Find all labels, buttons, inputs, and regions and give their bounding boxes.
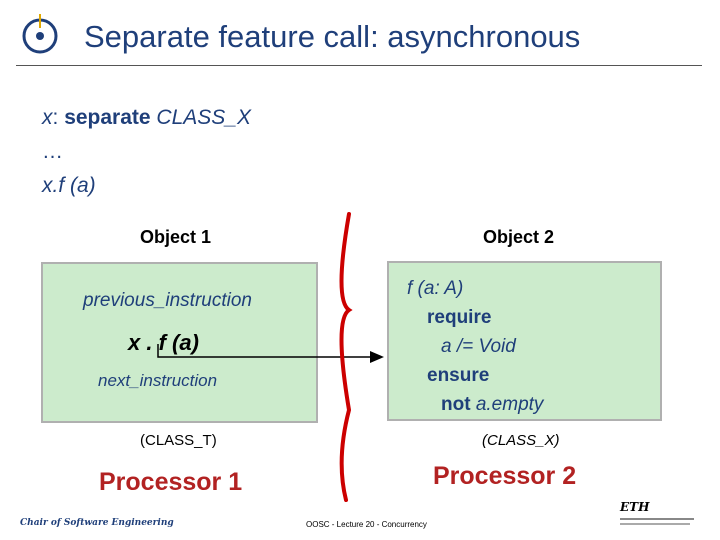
code-keyword-separate: separate	[64, 106, 151, 129]
object2-label: Object 2	[483, 227, 555, 247]
next-instruction: next_instruction	[98, 371, 218, 390]
object1-label: Object 1	[140, 227, 212, 247]
slide-title: Separate feature call: asynchronous	[84, 19, 581, 54]
code-line-ellipsis: …	[42, 140, 63, 163]
footer-lecture: OOSC - Lecture 20 - Concurrency	[306, 520, 427, 529]
code-colon: :	[52, 106, 59, 129]
postcondition-expr: a.empty	[475, 394, 544, 415]
code-line-call: x.f (a)	[42, 174, 96, 197]
object1-class-label: (CLASS_T)	[140, 432, 217, 449]
call-expression: x . f (a)	[128, 330, 199, 355]
object2-box	[387, 261, 662, 421]
processor-separator	[339, 212, 353, 502]
processor1-label: Processor 1	[99, 468, 243, 496]
lecture-logo-icon	[22, 14, 58, 54]
processor2-label: Processor 2	[433, 462, 577, 490]
eth-logo-line-2	[620, 523, 690, 525]
code-var: x	[42, 106, 53, 129]
ensure-keyword: ensure	[427, 365, 490, 386]
eth-logo: ETH	[620, 500, 700, 536]
feature-signature: f (a: A)	[407, 278, 464, 299]
object2-class-label: (CLASS_X)	[482, 432, 560, 449]
footer-chair: Chair of Software Engineering	[20, 518, 174, 528]
eth-logo-text: ETH	[620, 500, 650, 514]
title-divider	[16, 65, 702, 66]
code-type: CLASS_X	[156, 106, 251, 129]
precondition: a /= Void	[441, 336, 516, 357]
postcondition: not a.empty	[441, 394, 543, 416]
code-line-declaration: x: separate CLASS_X	[42, 106, 251, 130]
require-keyword: require	[427, 307, 492, 328]
object1-box	[41, 262, 318, 423]
postcondition-not: not	[441, 394, 471, 415]
previous-instruction: previous_instruction	[83, 290, 252, 311]
eth-logo-line	[620, 518, 694, 520]
